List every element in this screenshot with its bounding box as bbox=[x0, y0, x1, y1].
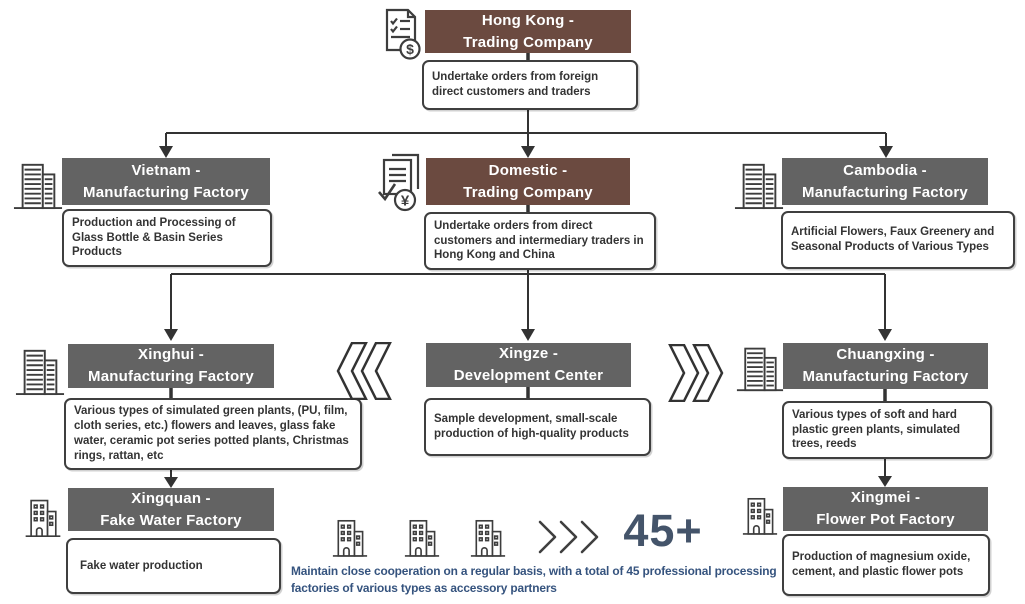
node-title: Xinghui - bbox=[138, 346, 204, 364]
node-title: Xingquan - bbox=[131, 489, 211, 507]
node-cambodia-description: Artificial Flowers, Faux Greenery and Se… bbox=[781, 211, 1015, 269]
double-chevron-left-icon bbox=[330, 342, 396, 400]
node-title: Manufacturing Factory bbox=[802, 368, 969, 385]
node-title: Chuangxing - bbox=[836, 346, 935, 364]
node-vietnam-description: Production and Processing of Glass Bottl… bbox=[62, 209, 272, 267]
node-title: Vietnam - bbox=[131, 161, 201, 179]
node-xingmei-description: Production of magnesium oxide, cement, a… bbox=[782, 534, 990, 596]
buildings-icon bbox=[734, 160, 784, 210]
partner-count: 45+ bbox=[623, 505, 703, 556]
invoice-yuan-icon: ¥ bbox=[376, 152, 426, 212]
buildings-icon bbox=[736, 344, 784, 392]
office-building-icon bbox=[470, 516, 506, 558]
double-chevron-right-icon bbox=[664, 344, 730, 402]
node-xingquan-header: Xingquan - Fake Water Factory bbox=[68, 488, 274, 531]
node-title: Trading Company bbox=[463, 183, 593, 201]
node-xingmei-header: Xingmei - Flower Pot Factory bbox=[783, 487, 988, 531]
node-xingze-description: Sample development, small-scale producti… bbox=[424, 398, 651, 456]
node-cambodia-header: Cambodia - Manufacturing Factory bbox=[782, 158, 988, 205]
node-title: Manufacturing Factory bbox=[88, 368, 254, 385]
partner-caption: Maintain close cooperation on a regular … bbox=[291, 564, 777, 595]
node-chuangxing-header: Chuangxing - Manufacturing Factory bbox=[783, 343, 988, 389]
node-vietnam-header: Vietnam - Manufacturing Factory bbox=[62, 158, 270, 205]
triple-chevron-right-icon bbox=[538, 520, 602, 554]
svg-text:¥: ¥ bbox=[401, 193, 410, 210]
node-title: Fake Water Factory bbox=[100, 511, 242, 529]
node-title: Trading Company bbox=[463, 33, 593, 51]
node-title: Cambodia - bbox=[843, 161, 927, 179]
node-title: Development Center bbox=[453, 367, 604, 384]
node-title: Xingze - bbox=[498, 345, 559, 363]
svg-text:$: $ bbox=[406, 41, 414, 57]
invoice-dollar-icon: $ bbox=[379, 8, 425, 60]
node-xinghui-description: Various types of simulated green plants,… bbox=[64, 398, 362, 470]
node-hongkong-description: Undertake orders from foreign direct cus… bbox=[422, 60, 638, 110]
node-title: Flower Pot Factory bbox=[816, 511, 955, 528]
buildings-icon bbox=[15, 346, 65, 396]
node-chuangxing-description: Various types of soft and hard plastic g… bbox=[782, 401, 992, 459]
node-domestic-description: Undertake orders from direct customers a… bbox=[424, 212, 656, 270]
node-xinghui-header: Xinghui - Manufacturing Factory bbox=[68, 344, 274, 388]
node-title: Hong Kong - bbox=[481, 11, 575, 29]
node-title: Manufacturing Factory bbox=[83, 183, 249, 201]
buildings-icon bbox=[13, 160, 63, 210]
node-hongkong-header: Hong Kong - Trading Company bbox=[425, 10, 631, 53]
node-title: Xingmei - bbox=[850, 489, 921, 507]
office-building-icon bbox=[24, 496, 62, 538]
node-domestic-header: Domestic - Trading Company bbox=[426, 158, 630, 205]
node-title: Manufacturing Factory bbox=[802, 183, 968, 201]
node-xingquan-description: Fake water production bbox=[66, 538, 281, 594]
office-building-icon bbox=[742, 494, 778, 536]
office-building-icon bbox=[332, 516, 368, 558]
node-title: Domestic - bbox=[488, 161, 568, 179]
office-building-icon bbox=[404, 516, 440, 558]
node-xingze-header: Xingze - Development Center bbox=[426, 343, 631, 387]
